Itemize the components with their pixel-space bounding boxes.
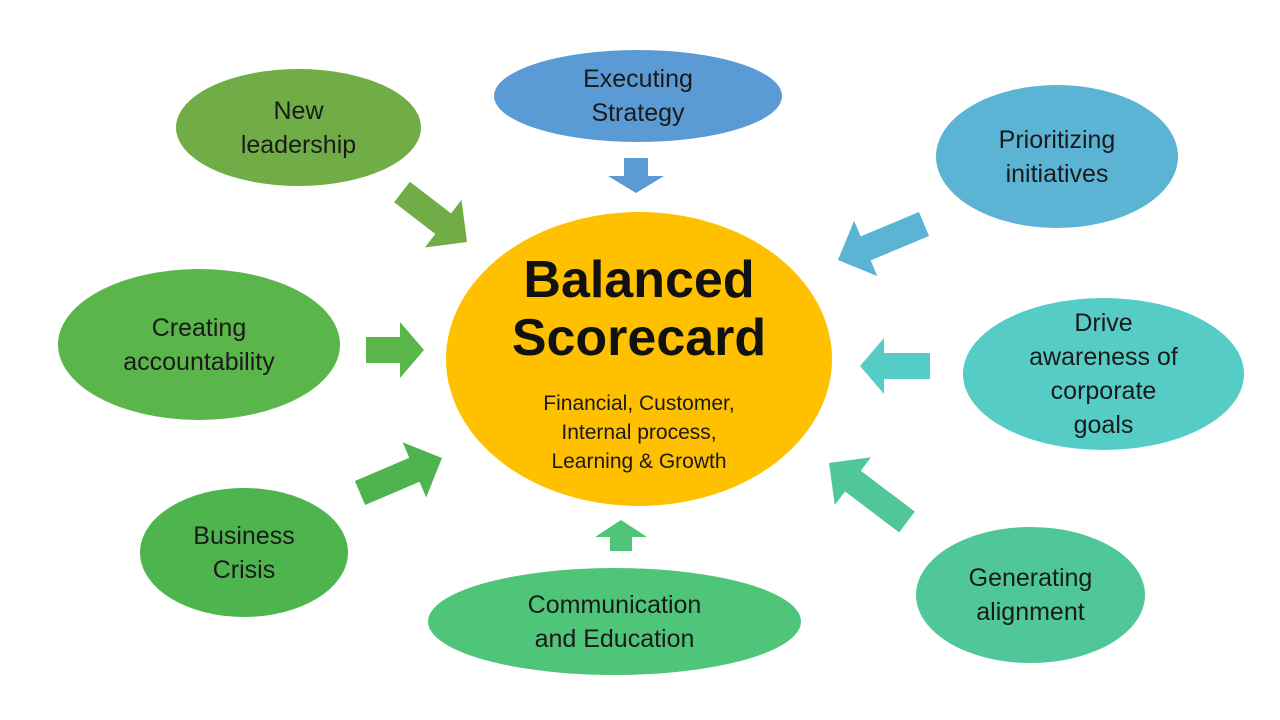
- center-bubble: Balanced Scorecard Financial, Customer, …: [446, 212, 832, 506]
- arrow-creating-accountability: [366, 322, 424, 378]
- center-subtitle: Financial, Customer, Internal process, L…: [543, 391, 735, 473]
- node-label: Generating alignment: [968, 564, 1093, 626]
- arrow-generating-alignment: [829, 457, 915, 533]
- node-business-crisis: Business Crisis: [140, 488, 348, 617]
- arrow-prioritizing-initiatives: [838, 212, 929, 277]
- node-prioritizing-initiatives: Prioritizing initiatives: [936, 85, 1178, 228]
- node-generating-alignment: Generating alignment: [916, 527, 1145, 663]
- center-title: Balanced Scorecard: [511, 250, 767, 367]
- arrow-executing-strategy: [608, 158, 664, 193]
- node-creating-accountability: Creating accountability: [58, 269, 340, 420]
- node-label: New leadership: [240, 96, 357, 159]
- node-drive-awareness: Drive awareness of corporate goals: [963, 298, 1244, 450]
- node-label: Drive awareness of corporate goals: [1029, 309, 1178, 439]
- node-executing-strategy: Executing Strategy: [494, 50, 782, 142]
- arrow-business-crisis: [354, 442, 442, 505]
- node-label: Prioritizing initiatives: [998, 125, 1116, 188]
- node-label: Creating accountability: [123, 313, 275, 376]
- node-label: Executing Strategy: [583, 65, 693, 127]
- arrow-new-leadership: [394, 181, 467, 248]
- node-new-leadership: New leadership: [176, 69, 421, 186]
- node-label: Business Crisis: [193, 521, 295, 584]
- node-label: Communication and Education: [527, 590, 702, 653]
- arrow-communication-education: [595, 520, 647, 551]
- node-communication-education: Communication and Education: [428, 568, 801, 675]
- arrow-drive-awareness: [860, 338, 930, 394]
